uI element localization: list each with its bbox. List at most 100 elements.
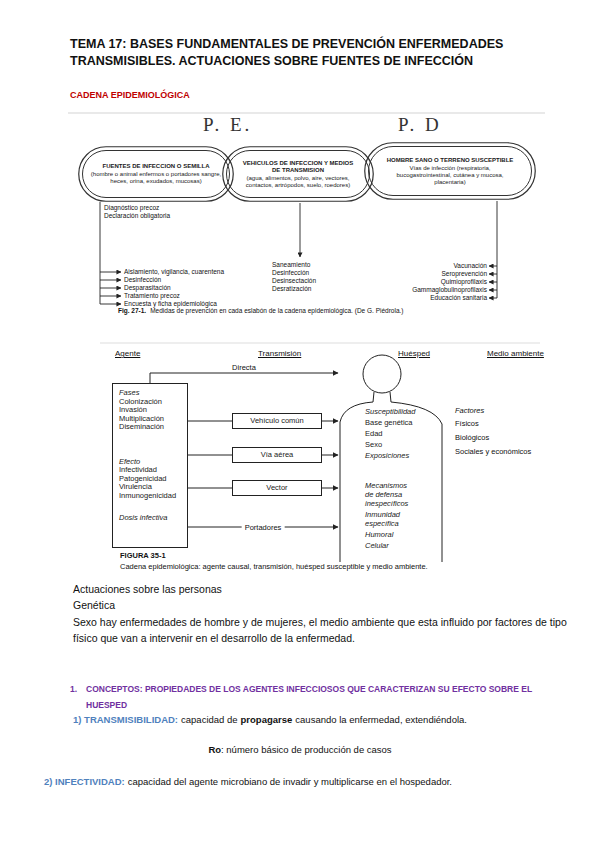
- chain-link: FUENTES DE INFECCION O SEMILLA(hombre o …: [78, 146, 234, 202]
- measure-item: Vacunación: [357, 262, 487, 270]
- measure-item: Saneamiento: [272, 261, 310, 269]
- text-line: Ro: número básico de producción de casos: [70, 744, 530, 756]
- connector-line: [322, 421, 338, 422]
- node-text: HOMBRE SANO O TERRENO SUSCEPTIBLE: [384, 157, 516, 164]
- factor-item: Físicos: [455, 419, 479, 428]
- transmission-box: Vehículo común: [232, 413, 322, 429]
- branch-line: [497, 201, 498, 298]
- chain-link-outer: [365, 143, 536, 200]
- agent-box: FasesColonización Invasión Multiplicació…: [112, 383, 188, 548]
- node-text: Inmunidad específica: [365, 510, 415, 528]
- measure-item: Aislamiento, vigilancia, cuarentena: [124, 268, 224, 276]
- body-text: : número básico de producción de casos: [221, 744, 392, 755]
- chain-link-inner: [369, 147, 532, 196]
- measure-item: Desinfección: [124, 276, 161, 284]
- branch-arrow: [300, 203, 301, 257]
- node-text: Vías de infección (respiratoria, bucogas…: [384, 165, 516, 186]
- text-line: 1) TRANSMISIBILIDAD:capacidad depropagar…: [73, 714, 467, 726]
- node-text: Vía aérea: [233, 448, 321, 462]
- host-head: [363, 355, 401, 393]
- branch-arrow: [489, 266, 497, 267]
- measure-item: Desratización: [272, 285, 311, 293]
- measure-item: Gammaglobulinoprofilaxis: [357, 286, 487, 294]
- branch-line: [100, 202, 101, 304]
- term-heading: 2) INFECTIVIDAD:: [44, 776, 125, 787]
- factor-item: Factores: [455, 406, 484, 415]
- chain-link-outer: [223, 147, 374, 202]
- branch-arrow: [100, 272, 121, 273]
- node-text: Humoral: [365, 529, 444, 540]
- figure-caption: Medidas de prevención en cada eslabón de…: [150, 307, 403, 314]
- measure-item: Encuesta y ficha epidemiológica: [124, 300, 217, 308]
- measure-item: Tratamiento precoz: [124, 292, 180, 300]
- node-text: VEHICULOS DE INFECCION Y MEDIOS DE TRANS…: [238, 160, 358, 174]
- connector-line: [188, 455, 232, 456]
- chain-link-outer: [79, 147, 234, 202]
- node-text: Susceptibilidad: [365, 406, 444, 417]
- transmission-box: Vía aérea: [232, 447, 322, 463]
- column-header: Transmisión: [258, 349, 301, 359]
- chain-link-outline: [364, 142, 536, 200]
- factor-item: Biológicos: [455, 433, 489, 442]
- connector-line: [188, 421, 232, 422]
- symbol-text: Ro: [208, 744, 221, 755]
- chain-link-inner: [227, 151, 370, 198]
- figure-frame: [100, 343, 540, 344]
- chain-link: VEHICULOS DE INFECCION Y MEDIOS DE TRANS…: [222, 146, 374, 202]
- term-heading: 1) TRANSMISIBILIDAD:: [73, 714, 178, 725]
- node-text: Exposiciones: [365, 450, 444, 461]
- node-text: Efecto: [119, 458, 181, 467]
- measure-text: Declaración obligatoria: [104, 212, 170, 220]
- factor-item: Sociales y económicos: [455, 447, 531, 456]
- body-text: Genética: [73, 599, 115, 612]
- body-text: causando la enfermedad, extendiéndola.: [295, 714, 467, 725]
- connector-line: [322, 488, 338, 489]
- measure-item: Quimioprofilaxis: [357, 278, 487, 286]
- transmission-box: Vector: [232, 480, 322, 496]
- node-text: Colonización Invasión Multiplicación Dis…: [119, 398, 164, 432]
- node-text: Celular: [365, 540, 444, 551]
- column-header: Agente: [115, 349, 140, 359]
- node-text: Base genética: [365, 417, 444, 428]
- measure-item: Desinsectación: [272, 277, 316, 285]
- figure-number: FIGURA 35-1: [120, 551, 166, 560]
- branch-arrow: [489, 274, 497, 275]
- chain-link: HOMBRE SANO O TERRENO SUSCEPTIBLEVías de…: [364, 142, 536, 200]
- body-text: capacidad del agente microbiano de invad…: [128, 776, 452, 787]
- body-text: Actuaciones sobre las personas: [73, 583, 222, 596]
- node-text: Mecanismos de defensa inespecíficos: [365, 481, 415, 508]
- node-text: (hombre o animal enfermos o portadores s…: [90, 171, 222, 185]
- branch-arrow: [100, 296, 121, 297]
- text-line: Fig. 27-1. Medidas de prevención en cada …: [118, 307, 403, 315]
- connector-line: [150, 373, 338, 383]
- figure-caption: Cadena epidemiológica: agente causal, tr…: [120, 562, 428, 571]
- branch-arrow: [489, 290, 497, 291]
- section-heading: CONCEPTOS: PROPIEDADES DE LOS AGENTES IN…: [86, 681, 551, 713]
- connector-line: [188, 488, 232, 489]
- measure-item: Desparasitación: [124, 284, 171, 292]
- branch-arrow: [489, 298, 497, 299]
- figure-number: Fig. 27-1.: [118, 307, 146, 314]
- connector-line: [322, 455, 338, 456]
- node-text: FUENTES DE INFECCION O SEMILLA: [90, 163, 222, 170]
- handwritten-note: P. D: [398, 113, 442, 137]
- figure-frame: [68, 113, 545, 114]
- edge-label: Portadores: [242, 523, 285, 532]
- measure-item: Desinfección: [272, 269, 309, 277]
- host-figure: SusceptibilidadBase genéticaEdadSexoExpo…: [338, 352, 446, 562]
- branch-arrow: [100, 304, 121, 305]
- edge-label: Directa: [232, 363, 256, 372]
- node-text: Vehículo común: [233, 414, 321, 428]
- measure-text: Diagnóstico precoz: [104, 204, 159, 212]
- column-header: Medio ambiente: [487, 349, 544, 359]
- node-text: Edad: [365, 428, 444, 439]
- page-title: TEMA 17: BASES FUNDAMENTALES DE PREVENCI…: [70, 36, 555, 70]
- node-text: Fases: [119, 389, 181, 398]
- chain-link-inner: [83, 151, 230, 198]
- branch-arrow: [100, 288, 121, 289]
- branch-arrow: [489, 282, 497, 283]
- measure-item: Seroprevención: [357, 270, 487, 278]
- node-text: (agua, alimentos, polvo, aire, vectores,…: [238, 175, 358, 189]
- section-heading: CADENA EPIDEMIOLÓGICA: [70, 90, 190, 101]
